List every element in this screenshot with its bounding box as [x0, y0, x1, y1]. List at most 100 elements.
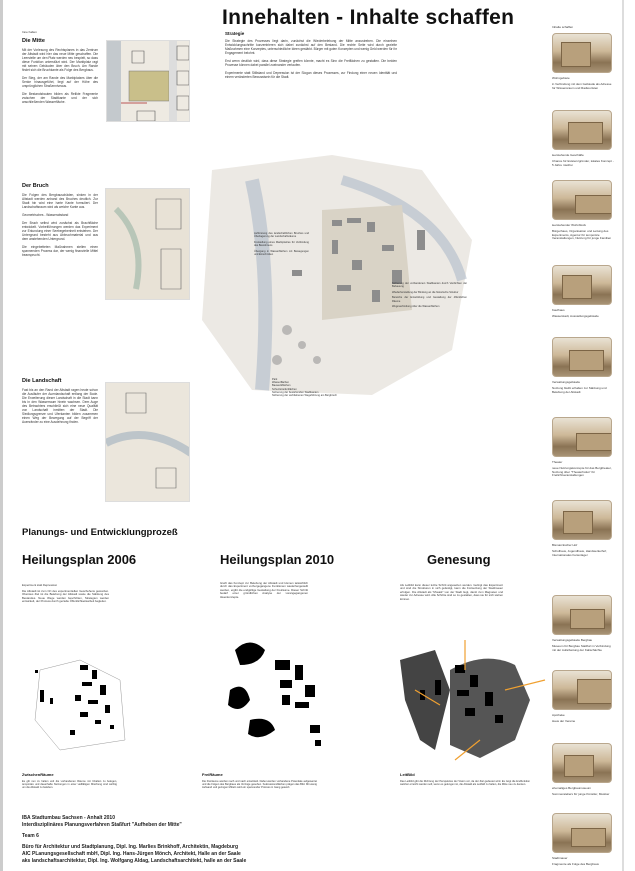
paragraph: Die Altstadt ist zum Ort des experimenti… [22, 589, 109, 604]
map-legend-right-item: Wegeverbindung über die Wasserflächen [392, 305, 440, 309]
section-die-mitte: Die Mitte Mit der Vorlesung des Rechtspl… [22, 38, 98, 104]
section-der-bruch: Der Bruch Die Folgen des Bergbauschäden,… [22, 183, 98, 257]
caption-freiraeume: FreiRäume Die Freiräume werden nach und … [202, 772, 317, 790]
site-plan-drawing [202, 155, 472, 395]
column-text-2010: Greift das Konzept zur Belebung der Alts… [220, 581, 308, 599]
column-text-genesung: Als Leitbild kann dieser letzte Schritt … [400, 583, 503, 601]
map-legend-left-item: Übergang in Wasserflächen mit Bewegungen… [254, 249, 309, 257]
photo-title: Verwaltungsgebäude [552, 380, 581, 384]
building-shape [570, 609, 605, 629]
page-edge-right [622, 0, 624, 871]
building-shape [564, 755, 594, 777]
section-heading: Die Landschaft [22, 378, 62, 384]
map-legend-right-item: Bereiche der Entwicklung und Gestaltung … [392, 296, 467, 303]
building-photo [552, 180, 612, 220]
process-heading: Planungs- und Entwicklungprozeß [22, 527, 178, 538]
map-legend-left-item: Aufforstung des landschaftlichen Bruches… [254, 232, 309, 239]
building-shape [571, 828, 606, 847]
building-photo [552, 670, 612, 710]
map-legend-left-item: Freistellung eines Marktplatzes für Verb… [254, 240, 309, 248]
plan-2006 [34, 659, 126, 751]
map-legend-right-item: Wiederherstellung der Bindung an die his… [392, 290, 459, 294]
plan-genesung [400, 640, 546, 761]
paragraph: Der Steg, der am Rande des Marktplatzes … [22, 76, 98, 88]
caption-text: Das Leitbild gibt die Richtung der Persp… [400, 780, 530, 787]
map-legend-right-item: Sicherung der vorhandenen Stadtkanten du… [392, 282, 467, 289]
photo-description: Bürgerhaus, Organisation und Leitung des… [552, 228, 612, 241]
poster-title: Innehalten - Inhalte schaffen [222, 6, 515, 29]
column-subhead: Experiment statt Depression [22, 583, 58, 587]
photo-title: ehemaliges Bergbaumuseum [552, 786, 592, 790]
map-legend-bottom-item: Park [272, 378, 278, 381]
caption-zwischenraeume: ZwischenRäume Es gilt nun zu halten und … [22, 772, 117, 790]
column-text-2006: Experiment statt Depression Die Altstadt… [22, 583, 109, 604]
map-legend-bottom-item: Sicherung der bestehenden Stadtkanten [272, 390, 319, 394]
photo-description: Schulhaus, Jugendhaus, Handwerkerhof, In… [552, 548, 607, 557]
photo-title: Stadtmauer [552, 856, 568, 860]
paragraph: Die Bestandsbauten bilden als Relikte Fr… [22, 92, 98, 104]
photo-title: Wohngebiete [552, 76, 570, 80]
photo-title: Kaufhaus [552, 308, 565, 312]
map-legend-bottom-item: Schutzstreifenflächen [272, 387, 297, 391]
paragraph: Die Folgen des Bergbauschäden, sinken in… [22, 193, 98, 209]
photo-description: Haus der Vereine [552, 718, 576, 723]
paragraph: Die Strategie des Prozesses liegt darin,… [225, 39, 397, 55]
building-shape [562, 275, 592, 299]
credits-line2: Interdisziplinäres Planungsverfahren Sta… [22, 822, 182, 828]
caption-title: ZwischenRäume [22, 772, 54, 777]
section-die-landschaft: Die Landschaft Fast bis an den Rand der … [22, 378, 98, 424]
column-title-2006: Heilungsplan 2006 [22, 552, 137, 567]
sidebar-heading: Inhalte schaffen [552, 25, 574, 29]
site-plan-map: Aufforstung des landschaftlichen Bruches… [192, 150, 472, 405]
axis-lines [414, 640, 546, 761]
building-photo [552, 110, 612, 150]
page-edge [0, 0, 3, 871]
building-shape [575, 195, 611, 214]
building-photo [552, 33, 612, 73]
credits-team: Team 6 [22, 833, 39, 839]
sketch-landschaft-drawing [106, 383, 189, 501]
photo-title: Theater [552, 460, 563, 464]
caption-title: FreiRäume [202, 772, 223, 777]
building-shape [577, 679, 611, 704]
caption-leitbild: LeitBild Das Leitbild gibt die Richtung … [400, 772, 530, 786]
section-heading: Der Bruch [22, 183, 49, 189]
paragraph: Greift das Konzept zur Belebung der Alts… [220, 581, 308, 599]
building-shape [561, 42, 591, 67]
map-legend-bottom-item: Bauwerkflächen [272, 384, 291, 388]
strategy-heading: Strategie [225, 31, 245, 36]
photo-description: in Verbindung mit dem Gebäude als Adress… [552, 81, 612, 90]
photo-title: Apotheke [552, 713, 565, 717]
paragraph: Mit der Vorlesung des Rechtsplanes in da… [22, 48, 98, 72]
map-legend-bottom-item: Sicherung der verbliebenen Wegeführung a… [272, 394, 337, 398]
paragraph: Der Bruch selbst wird zunächst als Brach… [22, 221, 98, 241]
paragraph: Geometrisches - Wasserabstand [22, 213, 69, 217]
building-shape [563, 511, 593, 534]
sketch-bruch-drawing [106, 189, 189, 299]
column-title-genesung: Genesung [427, 552, 491, 567]
caption-text: Die Freiräume werden nach und nach entwi… [202, 780, 317, 790]
column-title-2010: Heilungsplan 2010 [220, 552, 335, 567]
photo-description: Chance für Existenzgründer, lokales Konz… [552, 158, 614, 167]
photo-title: leerstehender Wohnblock [552, 223, 586, 227]
paragraph: Experimente statt Stillstand und Depress… [225, 71, 397, 79]
building-photo [552, 265, 612, 305]
map-legend-bottom-item: Wasserflächen [272, 381, 290, 385]
sketch-mitte-drawing [107, 41, 189, 121]
photo-description: Nutzung bleibt erhalten zur Stärkung und… [552, 385, 607, 394]
strategy-section: Strategie Die Strategie des Prozesses li… [225, 31, 397, 79]
credits-office: aks landschaftsarchitektur, Dipl. Ing. W… [22, 858, 247, 864]
paragraph: Die eingebetteten Maßnahmen stellen eine… [22, 245, 98, 257]
credits-office: Büro für Architektur und Stadtplanung, D… [22, 844, 239, 850]
paragraph: Erst wenn deutlich wird, dass diese Stra… [225, 59, 397, 67]
photo-title: Verwaltungsgebäude Bergbau [552, 638, 593, 642]
